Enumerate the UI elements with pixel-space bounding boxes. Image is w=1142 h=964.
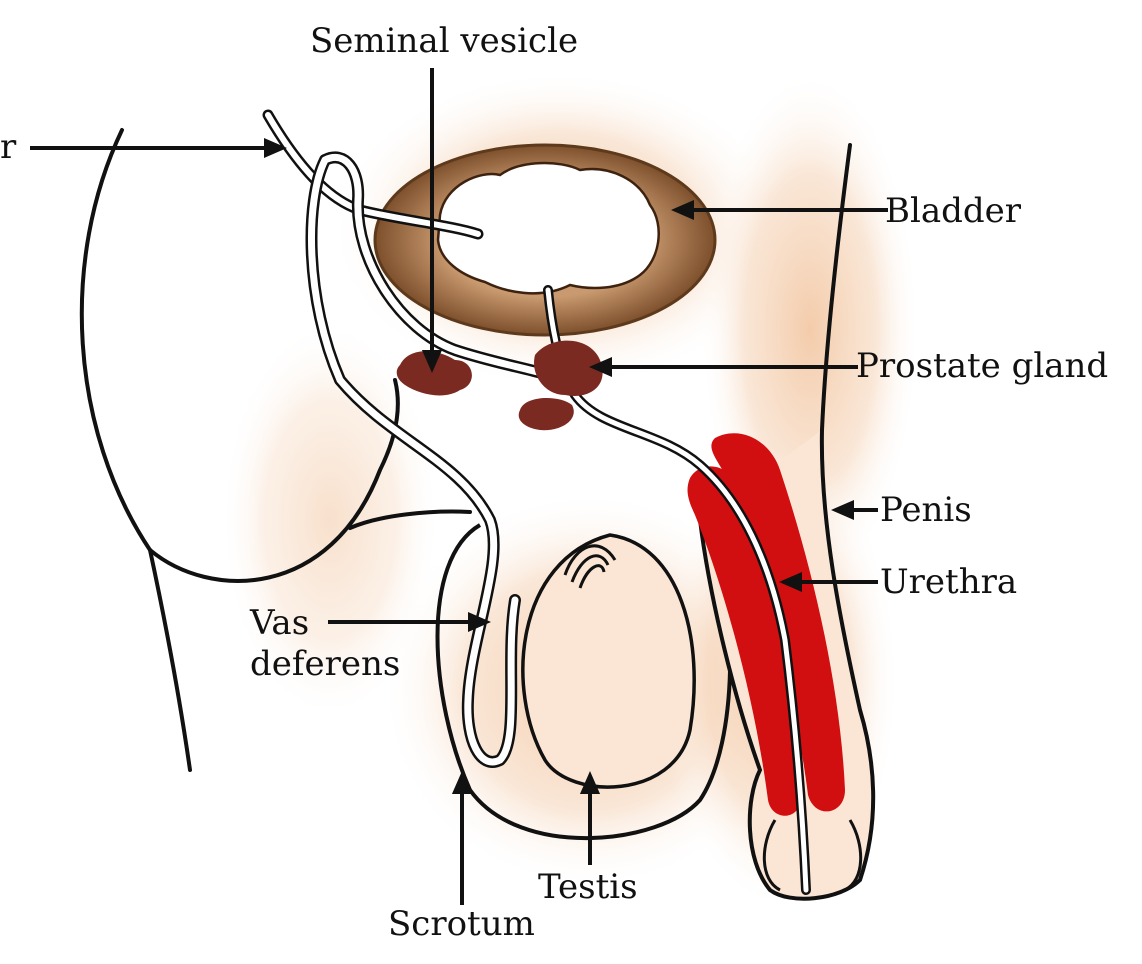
- bladder: [373, 143, 717, 337]
- pointers: [30, 68, 888, 905]
- label-bladder: Bladder: [885, 191, 1022, 231]
- bulbourethral-gland: [518, 398, 574, 431]
- seminal-vesicle: [396, 351, 472, 396]
- label-testis: Testis: [538, 867, 638, 907]
- glands: [396, 340, 603, 431]
- label-prostate-gland: Prostate gland: [856, 346, 1109, 386]
- label-ureter: r: [0, 127, 17, 167]
- label-vas-deferens-line1: Vas: [250, 603, 310, 643]
- label-penis: Penis: [880, 490, 972, 530]
- body-outline: [79, 128, 852, 772]
- label-seminal-vesicle: Seminal vesicle: [310, 21, 579, 61]
- erectile-tissue-ventral: [687, 466, 800, 816]
- prostate-gland: [534, 340, 603, 396]
- label-scrotum: Scrotum: [388, 904, 535, 944]
- label-vas-deferens-line2: deferens: [250, 644, 401, 684]
- label-urethra: Urethra: [880, 562, 1018, 602]
- testis: [521, 533, 696, 789]
